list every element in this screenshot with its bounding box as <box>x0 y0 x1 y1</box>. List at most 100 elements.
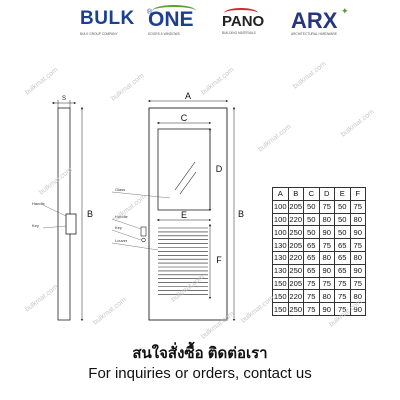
table-cell: 205 <box>287 276 304 291</box>
table-cell: 130 <box>272 263 289 278</box>
door-front-view <box>111 107 228 321</box>
bulk-logo-text: BULK <box>80 8 135 29</box>
dimension-lines <box>147 99 236 322</box>
callout-key: Key <box>115 225 122 230</box>
leaf-icon: ✦ <box>341 6 349 16</box>
arc-icon <box>152 5 196 17</box>
table-cell: 90 <box>349 263 366 278</box>
table-cell: 250 <box>287 263 304 278</box>
table-cell: 75 <box>349 276 366 291</box>
contact-english-text: For inquiries or orders, contact us <box>88 365 312 382</box>
dim-label-d: D <box>216 164 223 174</box>
brand-logos: BULK ® BULK GROUP COMPANY ONE DOORS & WI… <box>0 5 400 46</box>
table-cell: 250 <box>287 302 304 316</box>
arx-logo-tagline: ARCHITECTURAL HARDWARE <box>291 32 337 36</box>
table-cell: 90 <box>318 225 335 240</box>
dim-label-f: F <box>216 255 222 265</box>
table-cell: 75 <box>334 289 351 304</box>
table-cell: 130 <box>272 238 289 252</box>
bulk-logo-tagline: BULK GROUP COMPANY <box>80 32 118 36</box>
door-side-view <box>42 100 84 322</box>
table-cell: 65 <box>334 238 351 252</box>
table-cell: 150 <box>272 276 289 291</box>
table-cell: 75 <box>334 276 351 291</box>
table-cell: 80 <box>349 212 366 227</box>
table-cell: 80 <box>349 250 366 265</box>
dim-label-e: E <box>181 210 187 220</box>
table-cell: 65 <box>303 263 320 278</box>
table-cell: 50 <box>303 212 320 227</box>
table-cell: 90 <box>318 302 335 316</box>
table-cell: 150 <box>272 302 289 316</box>
table-header: C <box>303 187 320 201</box>
table-cell: 100 <box>272 225 289 240</box>
table-cell: 220 <box>287 212 304 227</box>
table-cell: 50 <box>334 199 351 214</box>
table-cell: 80 <box>318 289 335 304</box>
table-cell: 50 <box>303 225 320 240</box>
pano-logo-tagline: BUILDING MATERIALS <box>222 31 256 35</box>
bulk-logo: BULK ® BULK GROUP COMPANY <box>80 6 160 46</box>
table-cell: 130 <box>272 250 289 265</box>
table-cell: 90 <box>349 302 366 316</box>
table-cell: 90 <box>349 225 366 240</box>
table-cell: 75 <box>318 276 335 291</box>
table-cell: 150 <box>272 289 289 304</box>
pano-logo-text: PANO <box>222 13 265 30</box>
table-cell: 205 <box>287 199 304 214</box>
callout-handle-front: Handle <box>115 214 128 219</box>
callout-louver: Louver <box>115 238 128 243</box>
table-cell: 100 <box>272 212 289 227</box>
callout-key-side: Key <box>32 223 39 228</box>
table-cell: 65 <box>334 250 351 265</box>
table-cell: 50 <box>303 199 320 214</box>
table-cell: 80 <box>318 250 335 265</box>
table-cell: 75 <box>349 199 366 214</box>
one-logo-tagline: DOORS & WINDOWS <box>148 32 180 36</box>
callout-handle-side: Handle <box>32 201 45 206</box>
one-logo-text: ONE <box>148 8 194 31</box>
table-cell: 50 <box>334 225 351 240</box>
table-cell: 220 <box>287 250 304 265</box>
table-cell: 90 <box>318 263 335 278</box>
table-cell: 220 <box>287 289 304 304</box>
dim-label-b-side: B <box>87 209 93 219</box>
arx-logo: ARX ✦ ARCHITECTURAL HARDWARE <box>291 6 361 46</box>
table-cell: 50 <box>334 212 351 227</box>
arc-icon <box>224 8 258 18</box>
table-cell: 100 <box>272 199 289 214</box>
table-cell: 75 <box>303 289 320 304</box>
dim-label-s: S <box>62 96 66 102</box>
table-header: E <box>334 187 351 201</box>
table-cell: 65 <box>303 250 320 265</box>
table-header: A <box>272 187 289 201</box>
table-cell: 75 <box>349 238 366 252</box>
table-cell: 205 <box>287 238 304 252</box>
pano-logo: PANO BUILDING MATERIALS <box>222 6 282 46</box>
table-cell: 75 <box>303 302 320 316</box>
dim-label-a: A <box>185 91 191 101</box>
one-logo: ONE DOORS & WINDOWS <box>148 5 218 46</box>
registered-mark-icon: ® <box>147 9 153 16</box>
table-cell: 75 <box>318 199 335 214</box>
table-cell: 250 <box>287 225 304 240</box>
dim-label-b-front: B <box>238 209 244 219</box>
table-cell: 75 <box>318 238 335 252</box>
arx-logo-text: ARX <box>291 8 338 33</box>
table-header: F <box>349 187 366 201</box>
table-cell: 65 <box>334 263 351 278</box>
dim-label-c: C <box>181 113 188 123</box>
table-header-row: A B C D E F <box>272 187 366 201</box>
table-cell: 75 <box>303 276 320 291</box>
